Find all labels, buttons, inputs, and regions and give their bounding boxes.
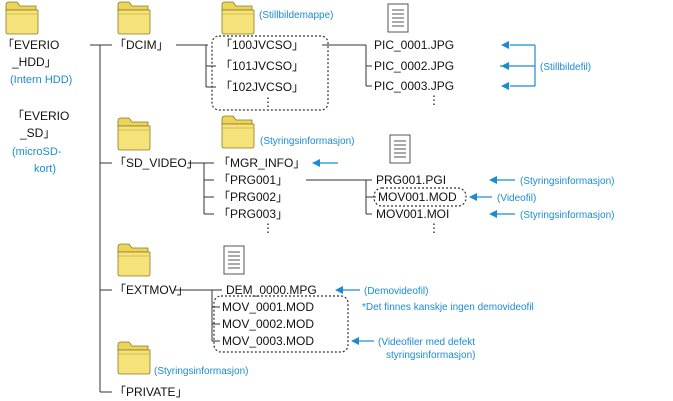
note-stillbildefil: (Stillbildefil) [540, 62, 591, 73]
arrow-moi [489, 210, 497, 218]
document-icon-prg [389, 134, 411, 164]
dcim-child-100jvcso: 「100JVCSO」 [220, 38, 304, 52]
note-defekt-2: styringsinformasjon) [386, 350, 475, 361]
file-mov001-mod: MOV001.MOD [378, 190, 457, 204]
arrow-pgi [489, 176, 497, 184]
folder-icon-mgr-info [221, 115, 255, 149]
folder-icon-sd-video [117, 117, 151, 151]
file-pic-0003: PIC_0003.JPG [374, 79, 454, 93]
everio-sd-note-1: (microSD- [12, 146, 62, 158]
folder-icon-extmov [117, 243, 151, 277]
note-demovideofil: (Demovideofil) [364, 286, 428, 297]
folder-private-label: 「PRIVATE」 [114, 385, 188, 399]
file-dem-0000: DEM_0000.MPG [226, 283, 317, 297]
arrow-mod [469, 193, 477, 201]
file-mov001-moi: MOV001.MOI [376, 207, 449, 221]
arrow-pic-0001 [501, 41, 509, 49]
sd-video-ellipsis: ⋮ [262, 221, 274, 235]
prg-files-ellipsis: ⋮ [428, 221, 440, 235]
sd-video-child-mgr-info: 「MGR_INFO」 [218, 156, 305, 170]
note-styring-private: (Styringsinformasjon) [154, 366, 248, 377]
file-prg001-pgi: PRG001.PGI [376, 173, 446, 187]
everio-sd-note-2: kort) [34, 163, 56, 175]
note-videofil: (Videofil) [497, 193, 536, 204]
folder-icon-dcim [117, 1, 151, 35]
file-pic-0002: PIC_0002.JPG [374, 59, 454, 73]
folder-icon-everio-hdd [5, 1, 39, 35]
folder-dcim-label: 「DCIM」 [114, 38, 169, 52]
note-styring-pgi: (Styringsinformasjon) [520, 176, 614, 187]
everio-hdd-label-2: _HDD」 [11, 55, 57, 69]
document-icon-extmov [223, 245, 245, 275]
arrow-pic-0002 [501, 62, 509, 70]
dcim-child-102jvcso: 「102JVCSO」 [220, 80, 304, 94]
folder-icon-jvcso [221, 1, 255, 35]
arrow-defekt [351, 337, 359, 345]
extmov-mod-group-outline [213, 295, 349, 353]
mov001-mod-outline [373, 187, 467, 207]
dcim-files-ellipsis: ⋮ [428, 93, 440, 107]
everio-hdd-note: (Intern HDD) [10, 74, 72, 86]
note-no-demo: *Det finnes kanskje ingen demovideofil [362, 302, 534, 313]
sd-video-child-prg001: 「PRG001」 [218, 173, 288, 187]
arrow-demovideofil [335, 286, 343, 294]
everio-sd-label-1: 「EVERIO [12, 109, 69, 123]
dcim-child-101jvcso: 「101JVCSO」 [220, 59, 304, 73]
file-mov-0001: MOV_0001.MOD [222, 300, 314, 314]
note-styring-moi: (Styringsinformasjon) [520, 210, 614, 221]
note-defekt-1: (Videofiler med defekt [378, 337, 475, 348]
file-mov-0003: MOV_0003.MOD [222, 334, 314, 348]
everio-sd-label-2: _SD」 [19, 126, 55, 140]
everio-hdd-label-1: 「EVERIO [2, 38, 59, 52]
folder-sd-video-label: 「SD_VIDEO」 [114, 156, 199, 170]
note-styring-mgr-info: (Styringsinformasjon) [260, 136, 354, 147]
sd-video-child-prg003: 「PRG003」 [218, 207, 288, 221]
folder-extmov-label: 「EXTMOV」 [114, 283, 189, 297]
folder-icon-private [117, 341, 151, 375]
arrow-mgr-info [312, 159, 320, 167]
note-stillbildemappe: (Stillbildemappe) [259, 10, 333, 21]
sd-video-child-prg002: 「PRG002」 [218, 190, 288, 204]
arrow-pic-0003 [501, 82, 509, 90]
file-pic-0001: PIC_0001.JPG [374, 38, 454, 52]
file-mov-0002: MOV_0002.MOD [222, 317, 314, 331]
dcim-children-ellipsis: ⋮ [262, 95, 274, 109]
document-icon-jpg [387, 3, 409, 33]
